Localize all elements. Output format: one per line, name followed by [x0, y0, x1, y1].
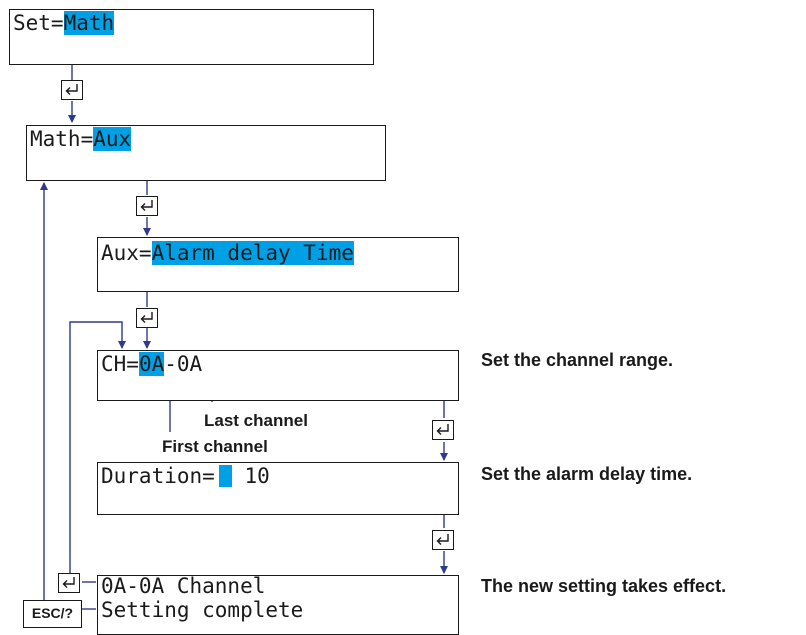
complete-line-2: Setting complete	[101, 598, 304, 622]
enter-key-5[interactable]	[432, 530, 454, 550]
esc-key[interactable]: ESC/?	[23, 600, 82, 628]
screen-channel-text: CH=0A-0A	[101, 352, 202, 376]
screen-math: Math=Aux	[26, 125, 386, 181]
screen-duration-text: Duration= 10	[101, 464, 270, 488]
enter-key-1[interactable]	[61, 80, 83, 100]
note-effect: The new setting takes effect.	[481, 576, 727, 596]
duration-value: 10	[231, 464, 270, 488]
screen-math-text: Math=Aux	[30, 127, 132, 151]
enter-key-icon	[62, 577, 75, 588]
arrow-loop-to-ch	[69, 321, 126, 573]
set-value: Math	[63, 11, 115, 35]
ch-last-value: 0A	[176, 352, 203, 376]
label-last-channel: Last channel	[204, 411, 308, 430]
enter-key-icon	[65, 84, 78, 95]
aux-value: Alarm delay Time	[151, 241, 354, 265]
enter-key-loop[interactable]	[58, 573, 80, 593]
duration-cursor	[218, 465, 232, 487]
enter-key-2[interactable]	[136, 196, 158, 216]
complete-line-1: 0A-0A Channel	[101, 574, 266, 598]
math-prefix: Math=	[30, 127, 94, 151]
ch-prefix: CH=	[101, 352, 139, 376]
enter-key-icon	[436, 534, 449, 545]
screen-set: Set=Math	[9, 9, 374, 65]
enter-key-icon	[140, 200, 153, 211]
set-prefix: Set=	[13, 11, 64, 35]
screen-aux-text: Aux=Alarm delay Time	[101, 241, 354, 265]
screen-duration: Duration= 10	[97, 462, 459, 515]
note-alarm-delay: Set the alarm delay time.	[481, 464, 693, 484]
screen-aux: Aux=Alarm delay Time	[97, 237, 459, 292]
enter-key-icon	[436, 424, 449, 435]
label-first-channel: First channel	[162, 437, 268, 456]
enter-key-icon	[140, 312, 153, 323]
screen-set-text: Set=Math	[13, 11, 115, 35]
aux-prefix: Aux=	[101, 241, 152, 265]
ch-first-value: 0A	[138, 352, 165, 376]
enter-key-3[interactable]	[136, 308, 158, 328]
screen-channel: CH=0A-0A	[97, 350, 459, 401]
duration-prefix: Duration=	[101, 464, 215, 488]
note-channel-range: Set the channel range.	[481, 350, 674, 370]
screen-complete: 0A-0A Channel Setting complete	[97, 574, 459, 635]
ch-separator: -	[164, 352, 177, 376]
math-value: Aux	[93, 127, 132, 151]
enter-key-4[interactable]	[432, 420, 454, 440]
